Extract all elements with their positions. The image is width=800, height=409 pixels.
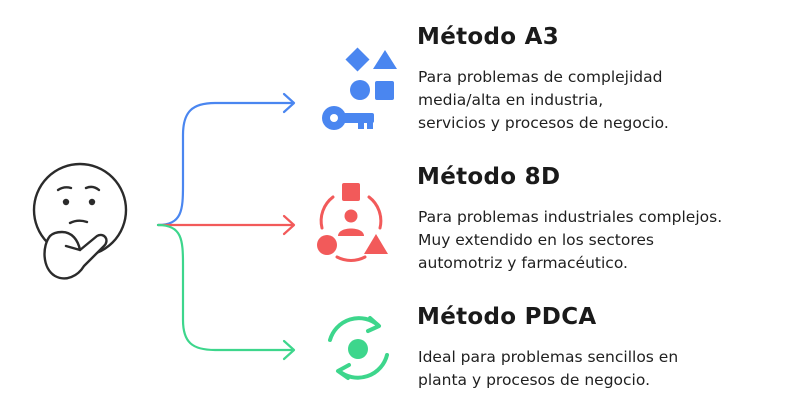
method-8d-description: Para problemas industriales complejos. M… [418,206,722,275]
connector-green [156,223,294,352]
method-pdca-title: Método PDCA [417,304,597,330]
method-a3-description: Para problemas de complejidad media/alta… [418,66,669,135]
method-8d-line: automotriz y farmacéutico. [418,254,628,272]
arrowhead-green [282,339,296,361]
method-a3-line: media/alta en industria, [418,91,604,109]
method-pdca-description: Ideal para problemas sencillos en planta… [418,346,678,392]
method-a3-line: servicios y procesos de negocio. [418,114,669,132]
method-8d-line: Muy extendido en los sectores [418,231,654,249]
method-pdca-line: Ideal para problemas sencillos en [418,348,679,366]
method-pdca-line: planta y procesos de negocio. [418,371,650,389]
method-8d-line: Para problemas industriales complejos. [418,208,723,226]
arrowhead-blue [282,92,296,114]
method-8d-title: Método 8D [417,164,561,190]
connector-blue [156,101,294,227]
method-a3-line: Para problemas de complejidad [418,68,663,86]
arrowhead-red [282,214,296,236]
method-a3-title: Método A3 [417,24,560,50]
